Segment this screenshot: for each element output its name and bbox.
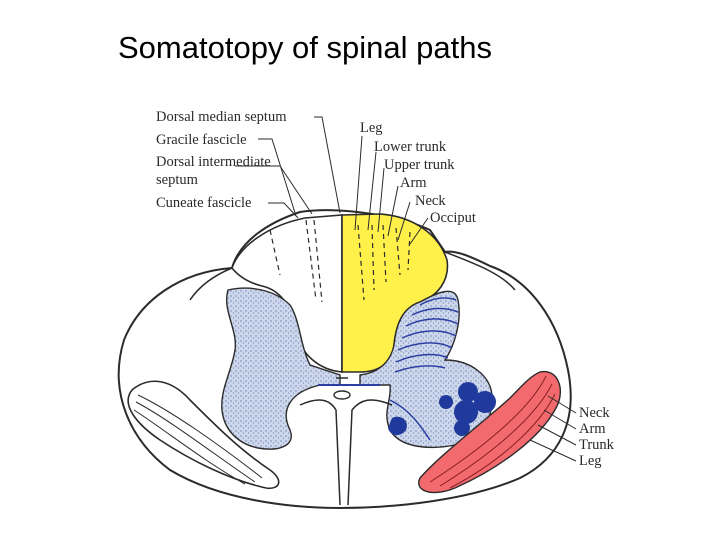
nucleus-6 bbox=[388, 416, 407, 436]
gray-matter-left bbox=[221, 287, 341, 450]
label-tract-neck: Neck bbox=[579, 405, 610, 421]
central-canal bbox=[333, 390, 351, 400]
label-cuneate-fascicle: Cuneate fascicle bbox=[156, 195, 251, 211]
label-dorsal-neck: Neck bbox=[415, 193, 446, 209]
nucleus-3 bbox=[454, 400, 478, 424]
nucleus-4 bbox=[439, 395, 453, 409]
slide-title: Somatotopy of spinal paths bbox=[118, 30, 492, 65]
label-dorsal-intermediate-septum-1: Dorsal intermediate bbox=[156, 154, 271, 170]
nucleus-5 bbox=[454, 420, 470, 436]
label-dorsal-intermediate-septum-2: septum bbox=[156, 172, 199, 188]
label-tract-arm: Arm bbox=[579, 421, 606, 437]
nucleus-1 bbox=[458, 382, 478, 402]
label-tract-leg: Leg bbox=[579, 453, 602, 469]
label-dorsal-arm: Arm bbox=[400, 175, 427, 191]
label-tract-trunk: Trunk bbox=[579, 437, 615, 453]
label-gracile-fascicle: Gracile fascicle bbox=[156, 132, 247, 148]
label-dorsal-leg: Leg bbox=[360, 120, 383, 136]
lateral-tract-left bbox=[127, 380, 280, 490]
label-dorsal-upper-trunk: Upper trunk bbox=[384, 157, 455, 173]
lateral-tract-highlight bbox=[418, 370, 561, 494]
label-dorsal-median-septum: Dorsal median septum bbox=[156, 109, 287, 125]
nucleus-2 bbox=[474, 391, 496, 413]
label-dorsal-occiput: Occiput bbox=[430, 210, 476, 226]
label-dorsal-lower-trunk: Lower trunk bbox=[374, 139, 447, 155]
